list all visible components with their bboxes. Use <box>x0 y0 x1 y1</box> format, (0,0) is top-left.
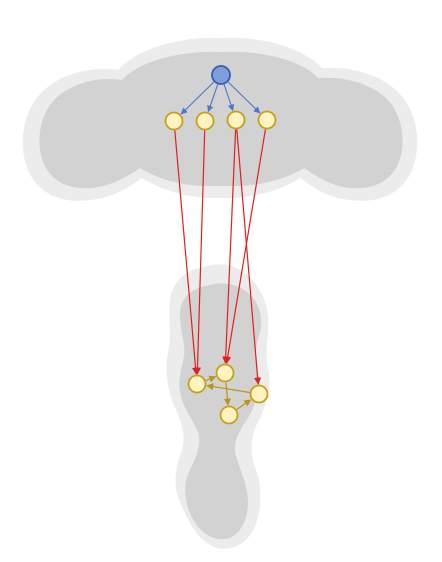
edge-source-to-u3 <box>223 84 235 112</box>
node-u2 <box>195 111 215 131</box>
edge-l4-to-l1 <box>206 383 250 394</box>
edge-l1-to-l2 <box>205 375 217 383</box>
node-l1 <box>187 374 207 394</box>
node-u4 <box>257 110 277 130</box>
edge-u3-to-l2 <box>222 129 237 364</box>
edge-source-to-u4 <box>227 81 261 114</box>
brain-inner-lobes <box>39 51 403 189</box>
edge-layer <box>174 81 267 411</box>
edge-u1-to-l1 <box>174 130 200 375</box>
ventral-nerve-cord-silhouette <box>166 264 270 549</box>
edge-source-to-u2 <box>207 84 219 113</box>
node-u3 <box>226 110 246 130</box>
node-layer <box>164 65 277 425</box>
node-l2 <box>215 363 235 383</box>
edge-source-to-u1 <box>180 81 215 115</box>
edge-l3-to-l4 <box>236 399 252 411</box>
edge-u2-to-l1 <box>193 130 206 375</box>
node-l4 <box>249 384 269 404</box>
brain-silhouette <box>22 37 418 201</box>
node-source <box>211 65 231 85</box>
vnc-inner-segments <box>179 283 262 540</box>
node-u1 <box>164 111 184 131</box>
edge-u4-to-l2 <box>224 129 267 364</box>
edge-u3-to-l4 <box>236 129 262 385</box>
edge-l2-to-l3 <box>223 382 232 406</box>
node-l3 <box>219 405 239 425</box>
